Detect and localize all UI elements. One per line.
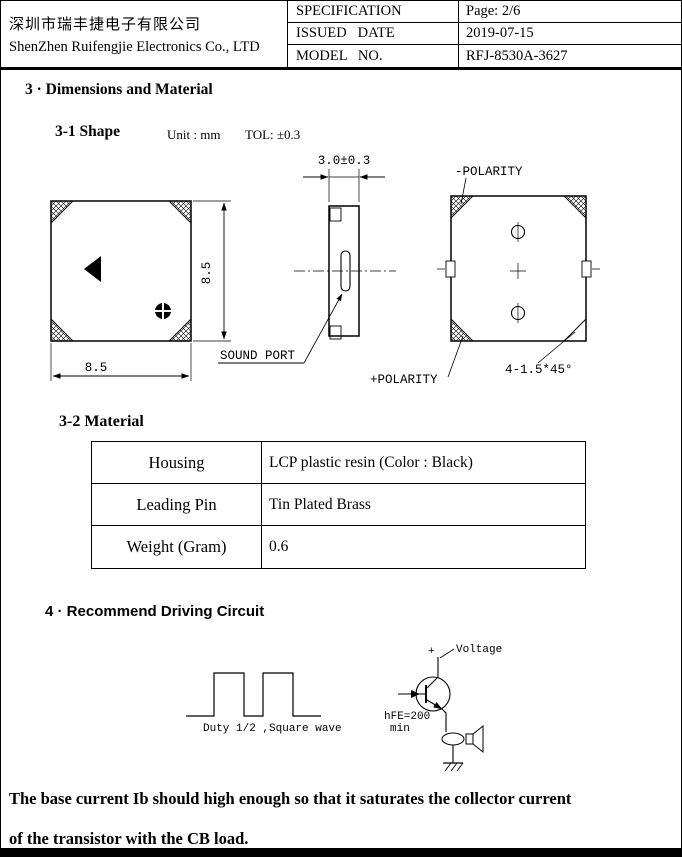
plus-label: + (428, 646, 435, 658)
material-row-value: Tin Plated Brass (262, 484, 585, 526)
speaker-icon (465, 733, 474, 745)
material-row-value: LCP plastic resin (Color : Black) (262, 442, 585, 484)
voltage-label: Voltage (456, 644, 502, 656)
voltage-leader (439, 648, 455, 659)
issued-date-value: 2019-07-15 (459, 23, 681, 45)
section-4-title: 4 · Recommend Driving Circuit (45, 603, 265, 620)
footer-note-line-1: The base current Ib should high enough s… (9, 789, 572, 808)
bottom-bar (1, 848, 681, 856)
section-3-title: 3 · Dimensions and Material (25, 81, 213, 98)
side-terminal (445, 260, 456, 278)
transistor-circuit (398, 648, 484, 772)
title-block: 深圳市瑞丰捷电子有限公司 ShenZhen Ruifengjie Electro… (1, 1, 681, 70)
company-name-en: ShenZhen Ruifengjie Electronics Co., LTD (9, 38, 260, 55)
material-row-value: 0.6 (269, 538, 289, 555)
model-no-label: MODEL NO. (288, 45, 459, 67)
neg-polarity-label: -POLARITY (455, 165, 523, 179)
dim-width-label: 8.5 (85, 361, 108, 375)
dim-height-label: 8.5 (200, 262, 214, 285)
model-no-value: RFJ-8530A-3627 (466, 47, 568, 64)
side-terminal (581, 260, 592, 278)
center-cross (510, 263, 526, 279)
material-row-name: Weight (Gram) (92, 526, 262, 568)
duty-cycle-label: Duty 1/2 ,Square wave (203, 723, 342, 735)
hfe-min-label: min (390, 723, 410, 735)
company-block: 深圳市瑞丰捷电子有限公司 ShenZhen Ruifengjie Electro… (1, 1, 288, 67)
material-row-name: Housing (92, 442, 262, 484)
chamfer-note-label: 4-1.5*45° (505, 363, 573, 377)
pos-polarity-label: +POLARITY (370, 373, 438, 387)
neg-polarity-leader (460, 177, 467, 205)
material-subtitle: 3-2 Material (59, 413, 144, 430)
terminal-pad (329, 325, 342, 340)
specification-label: SPECIFICATION (288, 1, 459, 23)
chamfer-note-leader (537, 331, 576, 364)
dimension-drawing: 8.5 8.5 3.0±0.3 SOUND PORT (50, 154, 600, 387)
buzzer (441, 732, 465, 746)
chamfer-hatch (167, 317, 192, 342)
terminal-pad (329, 207, 342, 222)
chamfer-hatch (50, 317, 75, 342)
dim-thickness-label: 3.0±0.3 (318, 154, 371, 168)
shape-subtitle: 3-1 Shape (55, 123, 121, 140)
square-wave (186, 672, 321, 717)
side-view (218, 169, 396, 364)
company-name-cn: 深圳市瑞丰捷电子有限公司 (9, 16, 202, 33)
chamfer-hatch (167, 200, 192, 225)
chamfer-line (563, 318, 587, 342)
unit-note: Unit : mm (167, 127, 221, 142)
front-view (50, 200, 231, 381)
back-view (437, 177, 600, 378)
base-arrow (411, 690, 420, 698)
chamfer-hatch (562, 195, 587, 220)
pos-polarity-leader (447, 335, 464, 378)
material-table: Housing LCP plastic resin (Color : Black… (91, 441, 586, 569)
page-number-value: Page: 2/6 (459, 1, 681, 23)
tolerance-note: TOL: ±0.3 (245, 127, 301, 142)
chamfer-hatch (50, 200, 75, 225)
driving-circuit-drawing: Duty 1/2 ,Square wave + Voltage hF (186, 644, 502, 772)
hfe-label: hFE=200 (384, 711, 430, 723)
material-row-name: Leading Pin (92, 484, 262, 526)
footer-note-line-2: of the transistor with the CB load. (9, 829, 249, 848)
direction-marker (84, 256, 101, 282)
chamfer-hatch (450, 195, 475, 220)
issued-date-label: ISSUED DATE (288, 23, 459, 45)
sound-port-label: SOUND PORT (220, 349, 296, 363)
speaker-cone (472, 724, 484, 754)
chamfer-hatch (450, 317, 475, 342)
